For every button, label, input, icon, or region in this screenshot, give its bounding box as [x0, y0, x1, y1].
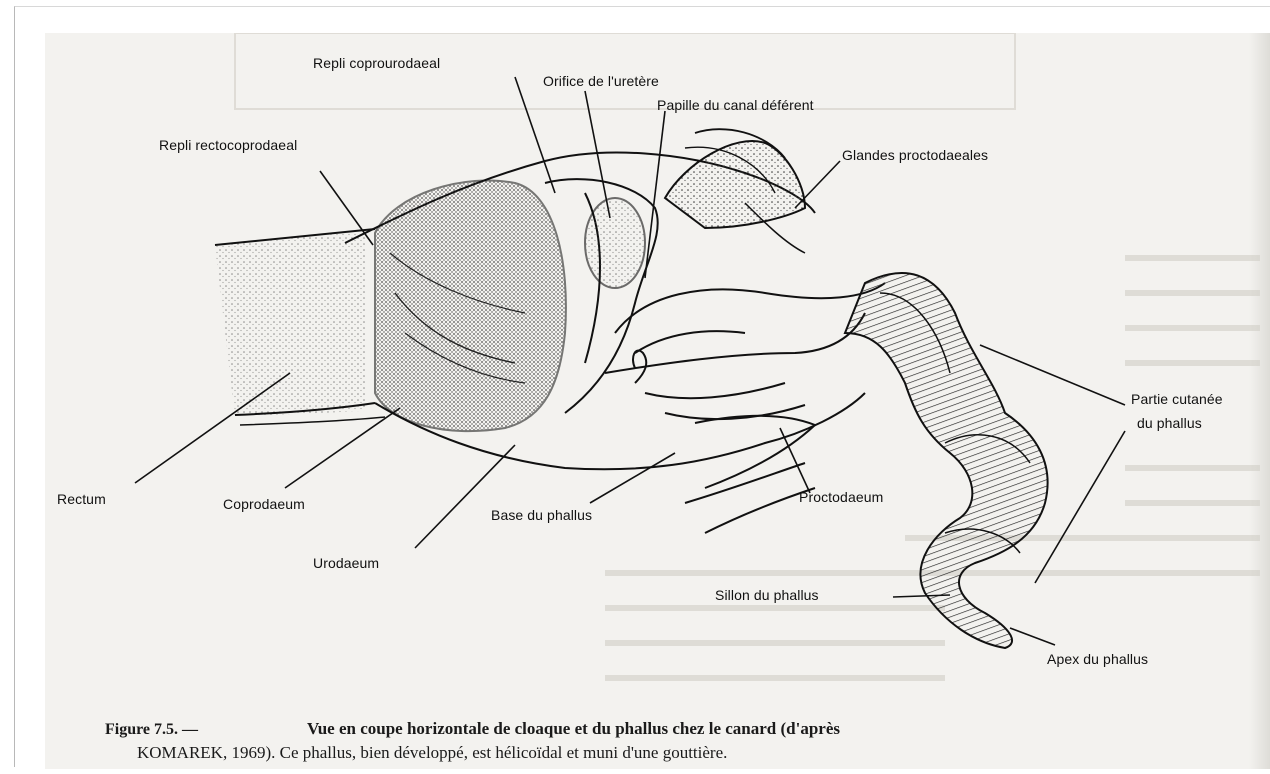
label-repli-coprourodaeal: Repli coprourodaeal	[313, 55, 440, 71]
label-rectum: Rectum	[57, 491, 106, 507]
coprodaeum-shape	[375, 180, 566, 431]
image-frame: Repli coprourodaeal Orifice de l'uretère…	[14, 6, 1270, 767]
label-papille-canal-deferent: Papille du canal déférent	[657, 97, 814, 113]
caption-line-2: KOMAREK, 1969). Ce phallus, bien dévelop…	[137, 743, 727, 763]
label-proctodaeum: Proctodaeum	[799, 489, 883, 505]
glandes-proctodaeales-shape	[665, 129, 805, 253]
rectum-shape	[215, 229, 385, 425]
phallus-spiral-shape	[845, 273, 1048, 648]
page-edge-shadow	[1249, 33, 1270, 769]
label-apex-du-phallus: Apex du phallus	[1047, 651, 1148, 667]
caption-line-1: Vue en coupe horizontale de cloaque et d…	[307, 719, 840, 739]
scanned-figure: Repli coprourodaeal Orifice de l'uretère…	[45, 33, 1270, 769]
caption-figure-label: Figure 7.5. —	[105, 721, 198, 739]
label-orifice-uretere: Orifice de l'uretère	[543, 73, 659, 89]
label-glandes-proctodaeales: Glandes proctodaeales	[842, 147, 988, 163]
label-coprodaeum: Coprodaeum	[223, 496, 305, 512]
label-urodaeum: Urodaeum	[313, 555, 379, 571]
label-repli-rectocoprodaeal: Repli rectocoprodaeal	[159, 137, 297, 153]
label-sillon-du-phallus: Sillon du phallus	[715, 587, 819, 603]
label-base-du-phallus: Base du phallus	[491, 507, 592, 523]
label-partie-cutanee-line1: Partie cutanée	[1131, 391, 1223, 407]
label-partie-cutanee-line2: du phallus	[1137, 415, 1202, 431]
